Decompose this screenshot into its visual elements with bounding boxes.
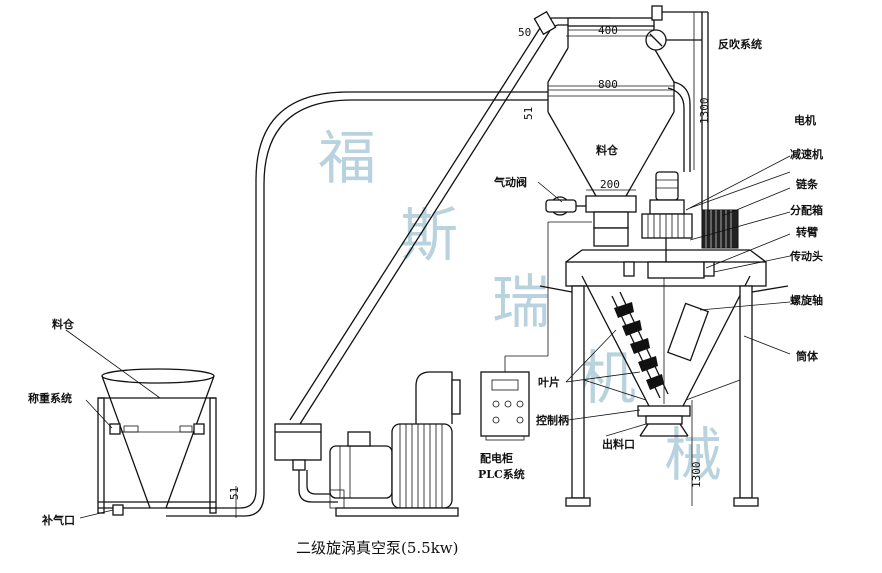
label-rotating-arm: 转臂 xyxy=(796,225,818,239)
labels: 料仓 称重系统 补气口 二级旋涡真空泵(5.5kw) 配电柜 PLC系统 叶片 … xyxy=(28,37,823,557)
label-pump-caption: 二级旋涡真空泵(5.5kw) xyxy=(296,539,459,557)
dim-1300-bottom: 1300 xyxy=(690,462,703,489)
label-outlet: 出料口 xyxy=(602,437,635,451)
dim-200: 200 xyxy=(600,178,620,191)
label-blades: 叶片 xyxy=(538,375,560,389)
dimension-texts: 400 800 200 50 51 51 1300 1300 xyxy=(228,24,711,500)
dim-400: 400 xyxy=(598,24,618,37)
watermark-char-2: 斯 xyxy=(400,201,458,269)
vacuum-conveying-pipe xyxy=(289,10,610,425)
label-back-blow: 反吹系统 xyxy=(718,37,762,51)
label-cabinet-line1: 配电柜 xyxy=(480,451,513,465)
label-cabinet-line2: PLC系统 xyxy=(478,467,525,481)
label-silo: 料仓 xyxy=(596,143,619,157)
label-distribution-box: 分配箱 xyxy=(790,203,823,217)
dim-50: 50 xyxy=(518,26,531,39)
silo xyxy=(545,17,675,247)
label-air-make-up: 补气口 xyxy=(41,513,75,527)
watermark-char-5: 械 xyxy=(664,421,722,489)
dim-1300-top: 1300 xyxy=(698,98,711,125)
dim-800: 800 xyxy=(598,78,618,91)
watermark-char-1: 福 xyxy=(318,124,376,192)
dim-51-silo: 51 xyxy=(522,107,535,120)
label-weighing-system: 称重系统 xyxy=(28,391,72,405)
dimension-lines xyxy=(235,12,695,518)
dim-51-left: 51 xyxy=(228,487,241,500)
label-motor: 电机 xyxy=(794,113,816,127)
label-left-hopper: 料仓 xyxy=(52,317,75,331)
watermark: 福 斯 瑞 机 械 xyxy=(318,124,722,489)
label-cylinder: 筒体 xyxy=(796,349,819,363)
leader-lines xyxy=(65,155,791,437)
conical-mixer xyxy=(539,171,789,507)
vacuum-pump xyxy=(274,371,461,517)
left-hopper-assembly xyxy=(79,91,548,519)
label-reducer: 减速机 xyxy=(790,147,823,161)
label-control-handle: 控制柄 xyxy=(536,413,569,427)
watermark-char-4: 机 xyxy=(578,344,636,412)
control-cabinet xyxy=(480,221,592,441)
label-drive-head: 传动头 xyxy=(789,249,823,263)
label-screw-shaft: 螺旋轴 xyxy=(790,293,823,307)
label-pneumatic-valve: 气动阀 xyxy=(493,175,527,189)
watermark-char-3: 瑞 xyxy=(492,268,550,336)
label-chain: 链条 xyxy=(796,177,819,191)
